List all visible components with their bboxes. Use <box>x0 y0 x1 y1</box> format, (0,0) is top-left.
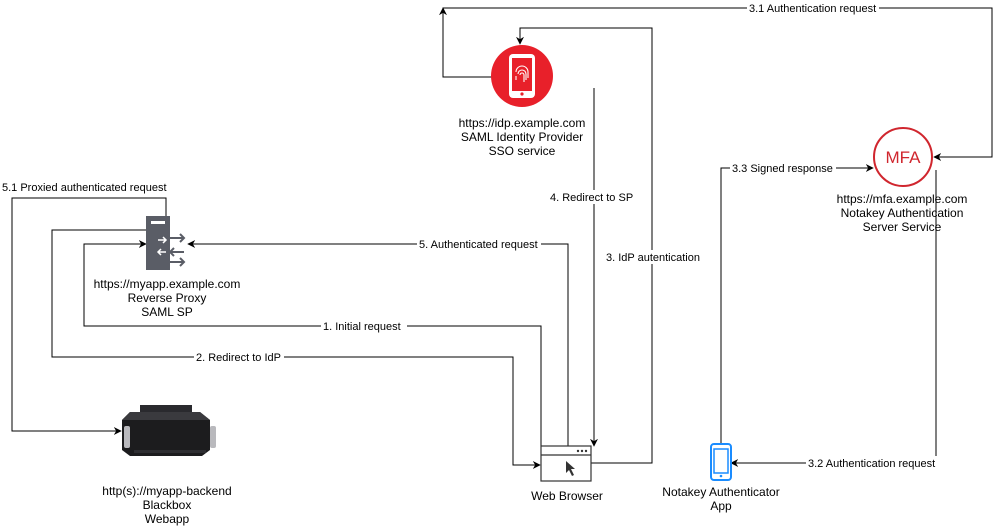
idp-label-line-3: SSO service <box>489 144 556 158</box>
browser-node[interactable]: Web Browser <box>531 445 603 503</box>
edge-label-32: 3.2 Authentication request <box>806 456 940 470</box>
svg-text:3. IdP autentication: 3. IdP autentication <box>606 252 700 264</box>
edge-label-51: 5.1 Proxied authenticated request <box>0 180 170 194</box>
backend-label-line-3: Webapp <box>145 512 190 526</box>
proxy-label-line-2: Reverse Proxy <box>128 291 207 305</box>
proxy-node[interactable]: https://myapp.example.com Reverse Proxy … <box>94 216 241 319</box>
edge-label-33: 3.3 Signed response <box>730 161 836 175</box>
edge-label-5: 5. Authenticated request <box>417 237 541 251</box>
smartphone-icon <box>710 443 732 481</box>
svg-text:3.2 Authentication request: 3.2 Authentication request <box>808 458 935 470</box>
edge-label-2: 2. Redirect to IdP <box>194 350 284 364</box>
svg-text:5.1 Proxied authenticated requ: 5.1 Proxied authenticated request <box>2 182 167 194</box>
mfa-label-line-2: Notakey Authentication <box>841 206 964 220</box>
svg-text:4. Redirect to SP: 4. Redirect to SP <box>550 192 633 204</box>
svg-text:5. Authenticated request: 5. Authenticated request <box>419 239 538 251</box>
edge-idp-auth-3 <box>516 27 653 464</box>
fingerprint-phone-icon <box>491 45 553 107</box>
svg-text:2. Redirect to IdP: 2. Redirect to IdP <box>196 352 281 364</box>
idp-label-line-2: SAML Identity Provider <box>461 130 583 144</box>
backend-label-line-1: http(s)://myapp-backend <box>102 484 231 498</box>
proxy-label-line-1: https://myapp.example.com <box>94 277 241 291</box>
mfa-label-line-3: Server Service <box>863 220 942 234</box>
backend-label-line-2: Blackbox <box>143 498 192 512</box>
edge-label-4: 4. Redirect to SP <box>548 190 638 204</box>
edge-authenticated-request-5 <box>187 240 569 446</box>
authenticator-node[interactable]: Notakey Authenticator App <box>662 443 780 513</box>
svg-text:3.1 Authentication request: 3.1 Authentication request <box>749 3 876 15</box>
backend-node[interactable]: http(s)://myapp-backend Blackbox Webapp <box>102 405 232 526</box>
authenticator-label-line-1: Notakey Authenticator <box>662 485 779 499</box>
browser-label: Web Browser <box>531 489 603 503</box>
server-proxy-icon <box>146 216 186 270</box>
edge-label-31: 3.1 Authentication request <box>747 1 879 15</box>
edge-label-3: 3. IdP autentication <box>604 250 702 264</box>
mfa-label-line-1: https://mfa.example.com <box>837 192 968 206</box>
svg-text:1. Initial request: 1. Initial request <box>323 321 401 333</box>
authenticator-label-line-2: App <box>710 499 732 513</box>
browser-window-icon <box>540 445 592 482</box>
mfa-badge-text: MFA <box>886 148 922 167</box>
edge-label-1: 1. Initial request <box>321 319 407 333</box>
edge-initial-request-1 <box>83 240 542 446</box>
proxy-label-line-3: SAML SP <box>141 305 193 319</box>
server-box-icon <box>122 405 216 456</box>
idp-label-line-1: https://idp.example.com <box>459 116 586 130</box>
idp-node[interactable]: https://idp.example.com SAML Identity Pr… <box>459 45 586 158</box>
svg-text:3.3 Signed response: 3.3 Signed response <box>732 163 833 175</box>
edge-idp-loop <box>439 7 461 78</box>
edge-proxied-request-51 <box>11 197 167 435</box>
mfa-badge-icon: MFA <box>873 127 933 187</box>
mfa-node[interactable]: MFA https://mfa.example.com Notakey Auth… <box>837 127 968 234</box>
